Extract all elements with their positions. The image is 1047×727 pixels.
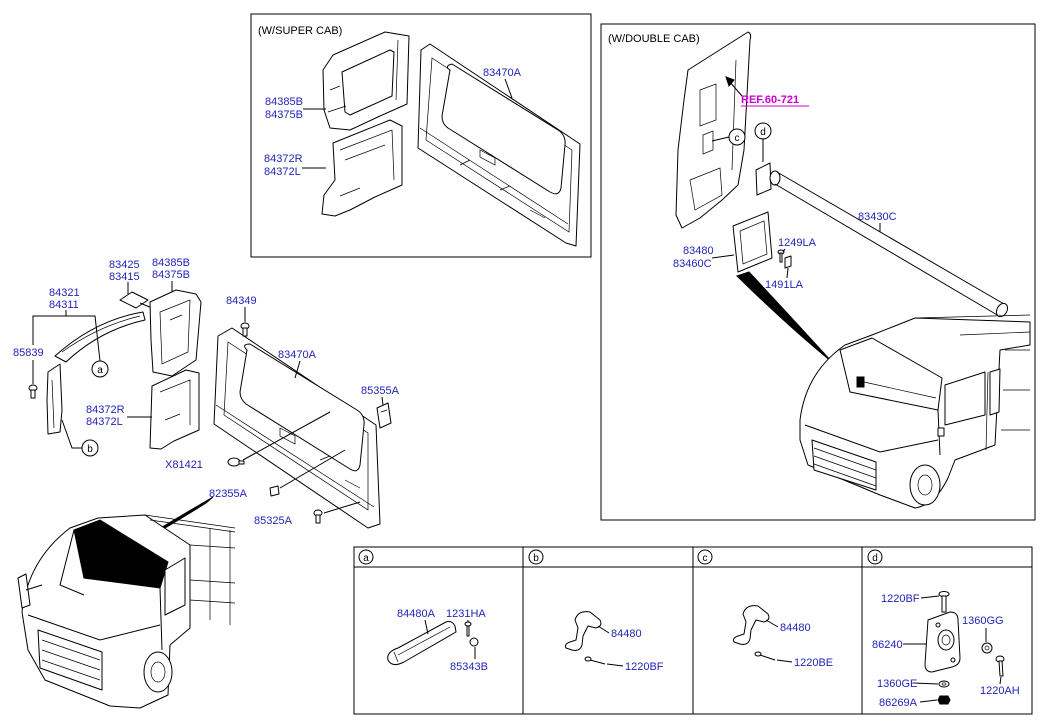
super-cab-lower-trim-label-1: 84372R [264, 153, 303, 165]
detail-b-parts [565, 611, 624, 667]
pillar-trim-label-1: 84321 [49, 287, 80, 299]
rod-bracket [755, 162, 781, 196]
callout-c-letter: c [735, 133, 740, 144]
super-cab-leaders [302, 78, 513, 169]
top-screw [240, 322, 250, 337]
detail-header-c: c [697, 549, 713, 565]
left-screw-label: 85839 [13, 347, 44, 359]
detail-a-parts [387, 619, 479, 666]
main-upper-trim [149, 289, 202, 377]
detail-a-label-2: 1231HA [446, 608, 486, 620]
hook-label: 85355A [361, 385, 400, 397]
detail-table-grid [354, 547, 1032, 714]
main-leaders [32, 281, 384, 514]
main-lower-trim-label-1: 84372R [86, 404, 125, 416]
bracket-label-1: 83425 [109, 259, 140, 271]
detail-header-a: a [358, 549, 374, 565]
detail-header-b-letter: b [533, 553, 539, 564]
plate-clip-label: 1491LA [765, 279, 804, 291]
double-cab-truck [799, 314, 1031, 509]
push-pin [227, 457, 245, 467]
callout-d-letter: d [760, 127, 766, 138]
ref-arrow [725, 76, 743, 97]
callout-b-letter: b [87, 444, 93, 455]
callout-b: b [61, 419, 99, 457]
pillar-trim [46, 311, 146, 435]
rod-label: 83430C [858, 211, 897, 223]
plate-screw-label: 1249LA [778, 237, 817, 249]
super-cab-lower-trim-label-2: 84372L [264, 166, 301, 178]
detail-header-d: d [867, 549, 883, 565]
hook-part [376, 402, 392, 429]
super-cab-frame [250, 13, 592, 258]
detail-d-label-2: 1360GG [962, 615, 1004, 627]
double-cab-inset: (W/DOUBLE CAB) REF.60-721 c d [600, 23, 1036, 521]
detail-table: a b c d 84480A 1231HA 85343B [353, 546, 1033, 715]
push-pin-label: X81421 [165, 459, 203, 471]
trim-bracket [119, 291, 153, 309]
detail-d-parts [903, 591, 1005, 705]
top-screw-label: 84349 [226, 295, 257, 307]
main-lower-trim-label-2: 84372L [86, 416, 123, 428]
bottom-screw-label: 85325A [254, 515, 293, 527]
double-cab-leaders [711, 223, 881, 279]
plate-clip [784, 255, 792, 269]
callout-d: d [754, 122, 772, 162]
super-cab-lower-trim [321, 119, 403, 217]
super-cab-truck [17, 514, 236, 709]
detail-b-label-1: 84480 [611, 628, 642, 640]
callout-a: a [91, 360, 109, 378]
super-cab-title: (W/SUPER CAB) [258, 25, 342, 37]
super-cab-inset: (W/SUPER CAB) 83470A 84385B 84375B 84372… [250, 13, 592, 258]
detail-c-label-2: 1220BE [794, 657, 833, 669]
detail-c-parts [733, 605, 793, 663]
detail-d-label-1: 1220BF [881, 593, 920, 605]
plate-screw [777, 249, 785, 263]
detail-d-label-4: 1360GE [877, 678, 917, 690]
main-lower-trim [149, 369, 200, 450]
plate-label-1: 83480 [683, 245, 714, 257]
access-plate [732, 211, 773, 273]
callout-a-letter: a [97, 365, 103, 376]
double-cab-title: (W/DOUBLE CAB) [608, 33, 700, 45]
rod [774, 171, 1009, 318]
detail-b-label-2: 1220BF [625, 661, 664, 673]
super-cab-upper-trim-label-1: 84385B [265, 96, 303, 108]
super-cab-rear-panel [417, 43, 581, 247]
main-rear-panel [213, 327, 381, 529]
ref-label: REF.60-721 [741, 94, 799, 106]
double-cab-frame [600, 23, 1036, 521]
detail-a-label-3: 85343B [450, 661, 488, 673]
detail-d-label-5: 1220AH [980, 685, 1020, 697]
super-cab-rear-panel-label: 83470A [483, 67, 522, 79]
callout-c: c [711, 128, 746, 146]
detail-header-c-letter: c [703, 553, 708, 564]
pillar-trim-label-2: 84311 [49, 299, 79, 311]
main-exploded-view: a b [13, 257, 400, 709]
detail-header-d-letter: d [872, 553, 878, 564]
detail-d-label-6: 86269A [879, 697, 918, 709]
main-upper-trim-label-2: 84375B [152, 269, 190, 281]
plate-label-2: 83460C [673, 258, 712, 270]
clip-part [269, 485, 280, 497]
detail-c-label-1: 84480 [780, 622, 811, 634]
bracket-label-2: 83415 [109, 271, 140, 283]
main-rear-panel-label: 83470A [278, 349, 317, 361]
super-cab-upper-trim [322, 31, 410, 131]
detail-d-label-3: 86240 [872, 639, 903, 651]
bottom-screw [313, 509, 323, 524]
detail-a-label-1: 84480A [397, 608, 436, 620]
clip-label: 82355A [209, 488, 248, 500]
detail-header-a-letter: a [363, 553, 369, 564]
detail-header-b: b [528, 549, 544, 565]
main-upper-trim-label-1: 84385B [152, 257, 190, 269]
super-cab-upper-trim-label-2: 84375B [265, 109, 303, 121]
left-screw [28, 384, 38, 399]
